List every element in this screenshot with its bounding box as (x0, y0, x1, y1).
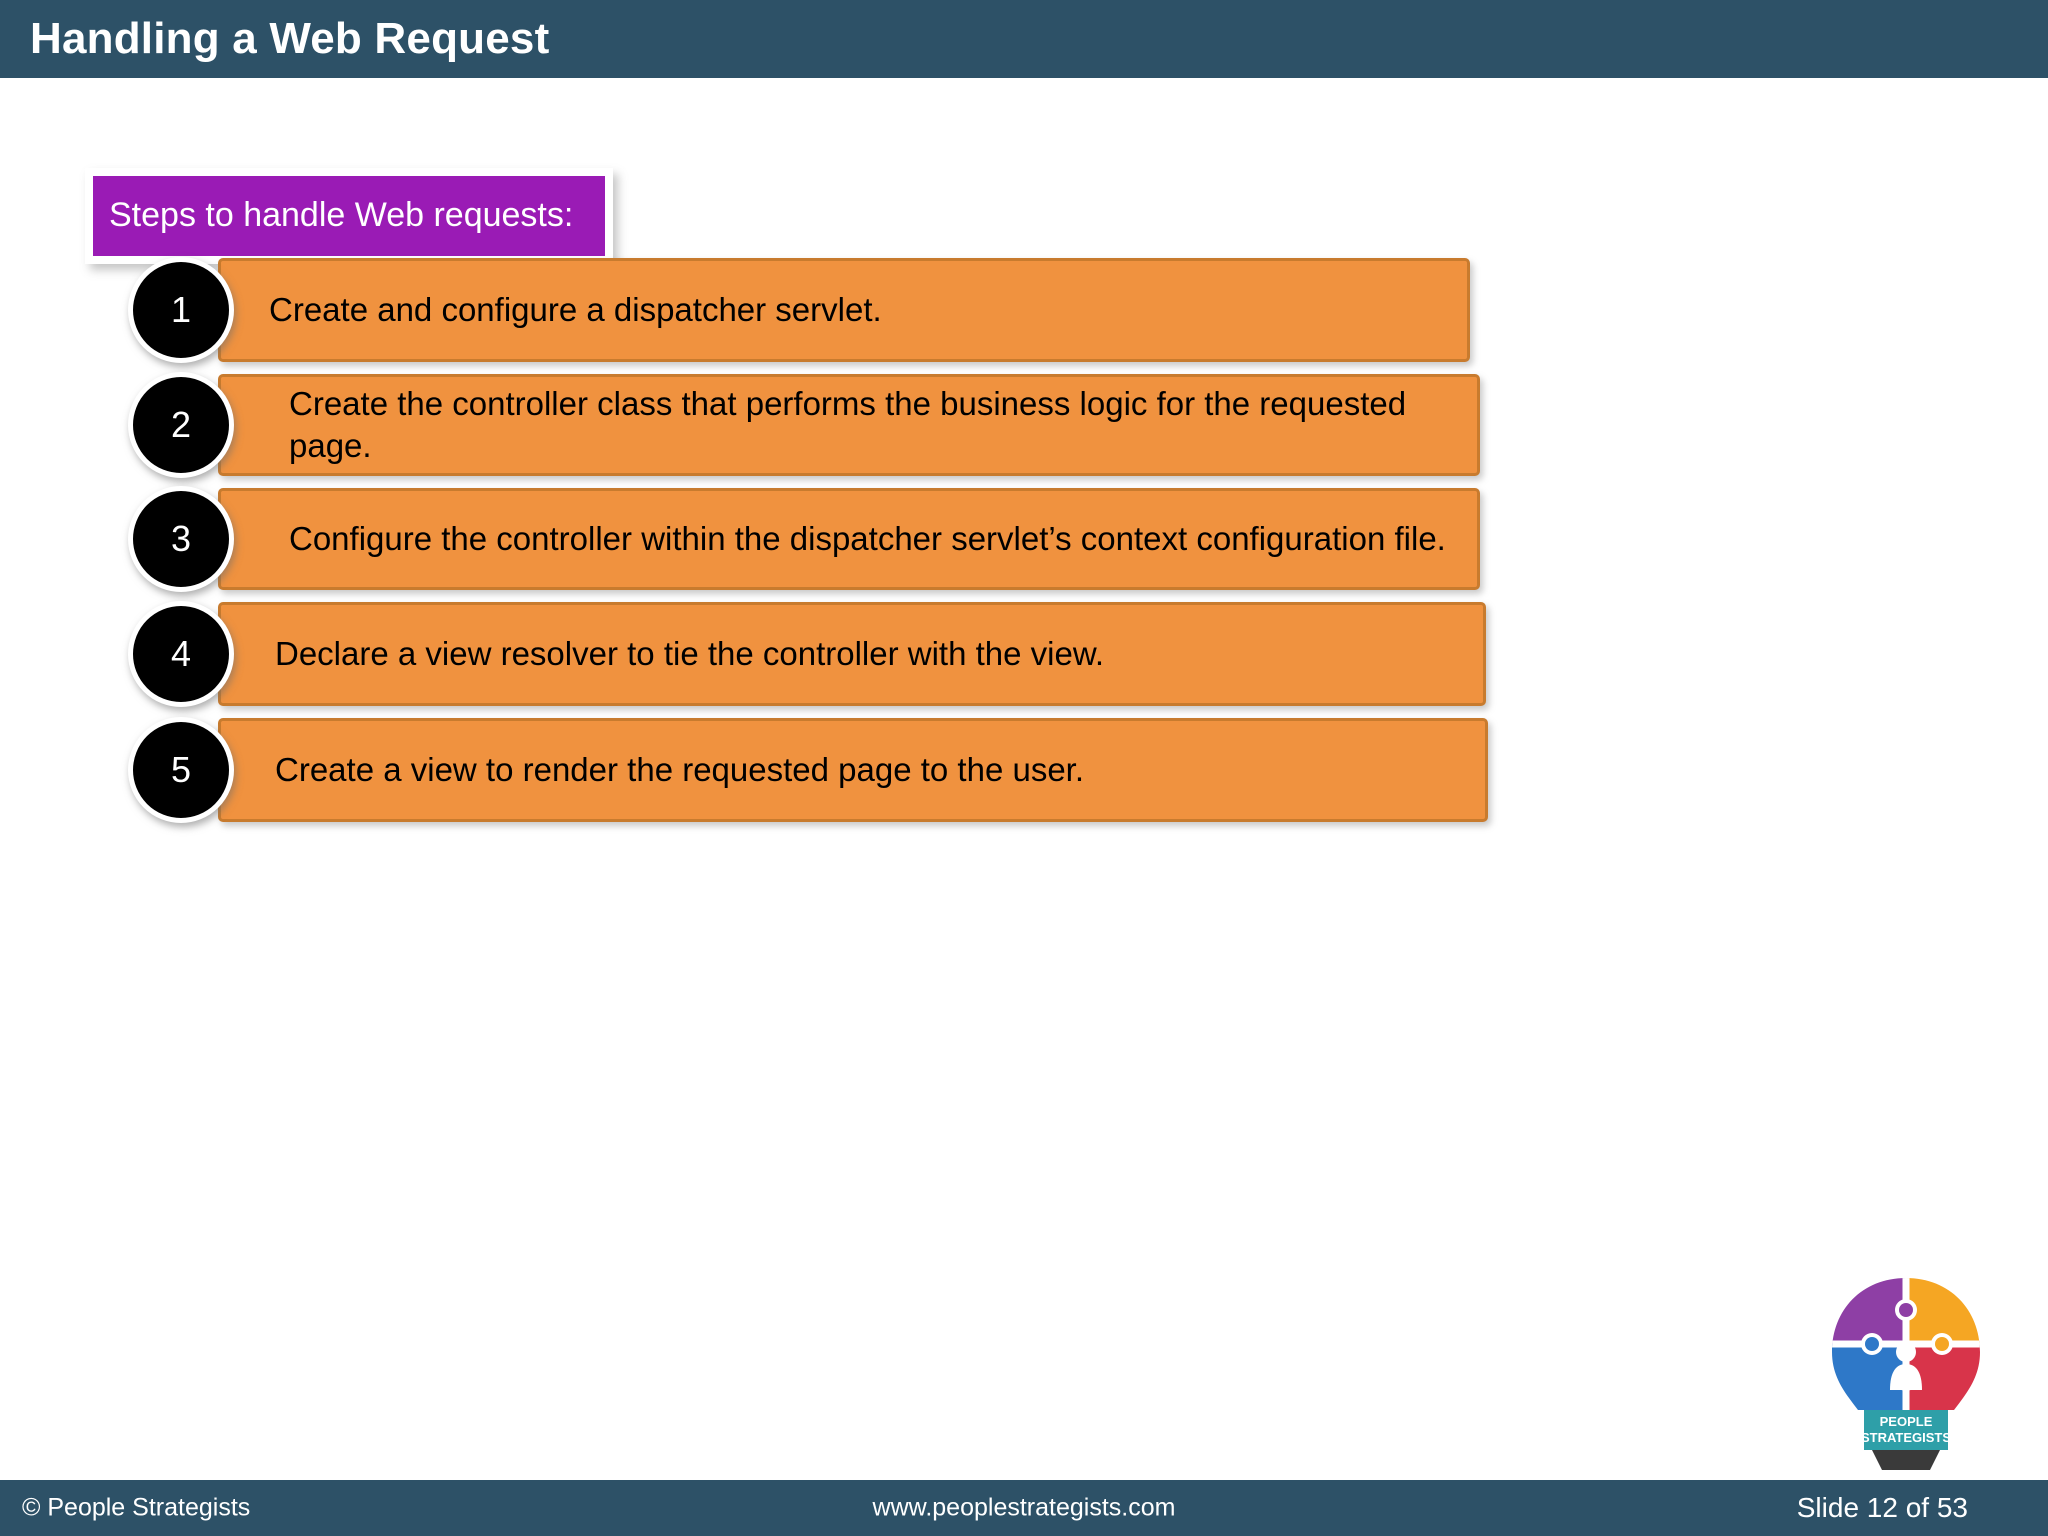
step-text: Create the controller class that perform… (289, 384, 1407, 464)
step-text: Configure the controller within the disp… (289, 519, 1446, 557)
logo-socket (1872, 1450, 1940, 1470)
step-bar: Declare a view resolver to tie the contr… (218, 602, 1486, 706)
step-item: Declare a view resolver to tie the contr… (0, 601, 2048, 707)
slide-header-bar: Handling a Web Request (0, 0, 2048, 78)
step-number-label: 4 (170, 633, 192, 674)
step-number-badge: 4 (128, 601, 234, 707)
step-number-badge: 1 (128, 257, 234, 363)
page-title: Handling a Web Request (30, 14, 550, 63)
step-number-label: 1 (170, 289, 192, 330)
people-strategists-logo: PEOPLE STRATEGISTS (1826, 1274, 1986, 1484)
logo-quadrant-orange (1906, 1278, 1980, 1344)
step-bar: Create and configure a dispatcher servle… (218, 258, 1470, 362)
steps-callout-inner: Steps to handle Web requests: (93, 176, 605, 256)
step-number-badge: 2 (128, 372, 234, 478)
footer-copyright: © People Strategists (22, 1493, 251, 1522)
logo-text-line1: PEOPLE (1880, 1414, 1933, 1429)
step-bar: Create the controller class that perform… (218, 374, 1480, 476)
steps-callout-label: Steps to handle Web requests: (109, 196, 574, 235)
step-number-badge: 3 (128, 486, 234, 592)
step-text: Declare a view resolver to tie the contr… (275, 634, 1105, 672)
step-number-label: 5 (170, 749, 192, 790)
step-bar: Create a view to render the requested pa… (218, 718, 1488, 822)
logo-quadrant-purple (1832, 1278, 1906, 1344)
footer-website[interactable]: www.peoplestrategists.com (872, 1493, 1176, 1522)
step-item: Create a view to render the requested pa… (0, 717, 2048, 823)
logo-base (1864, 1410, 1948, 1450)
logo-text-line2: STRATEGISTS (1861, 1430, 1951, 1445)
step-item: Create the controller class that perform… (0, 372, 2048, 478)
step-bar: Configure the controller within the disp… (218, 488, 1480, 590)
footer-slide-number: Slide 12 of 53 (1796, 1492, 1968, 1523)
step-item: Create and configure a dispatcher servle… (0, 257, 2048, 363)
step-item: Configure the controller within the disp… (0, 486, 2048, 592)
steps-list: Create and configure a dispatcher servle… (0, 257, 2048, 823)
step-text: Create a view to render the requested pa… (275, 750, 1085, 788)
step-text: Create and configure a dispatcher servle… (269, 290, 882, 328)
step-number-label: 3 (170, 518, 192, 559)
step-number-badge: 5 (128, 717, 234, 823)
steps-callout: Steps to handle Web requests: (85, 168, 613, 264)
slide-footer-bar: © People Strategists www.peoplestrategis… (0, 1480, 2048, 1536)
step-number-label: 2 (170, 404, 192, 445)
